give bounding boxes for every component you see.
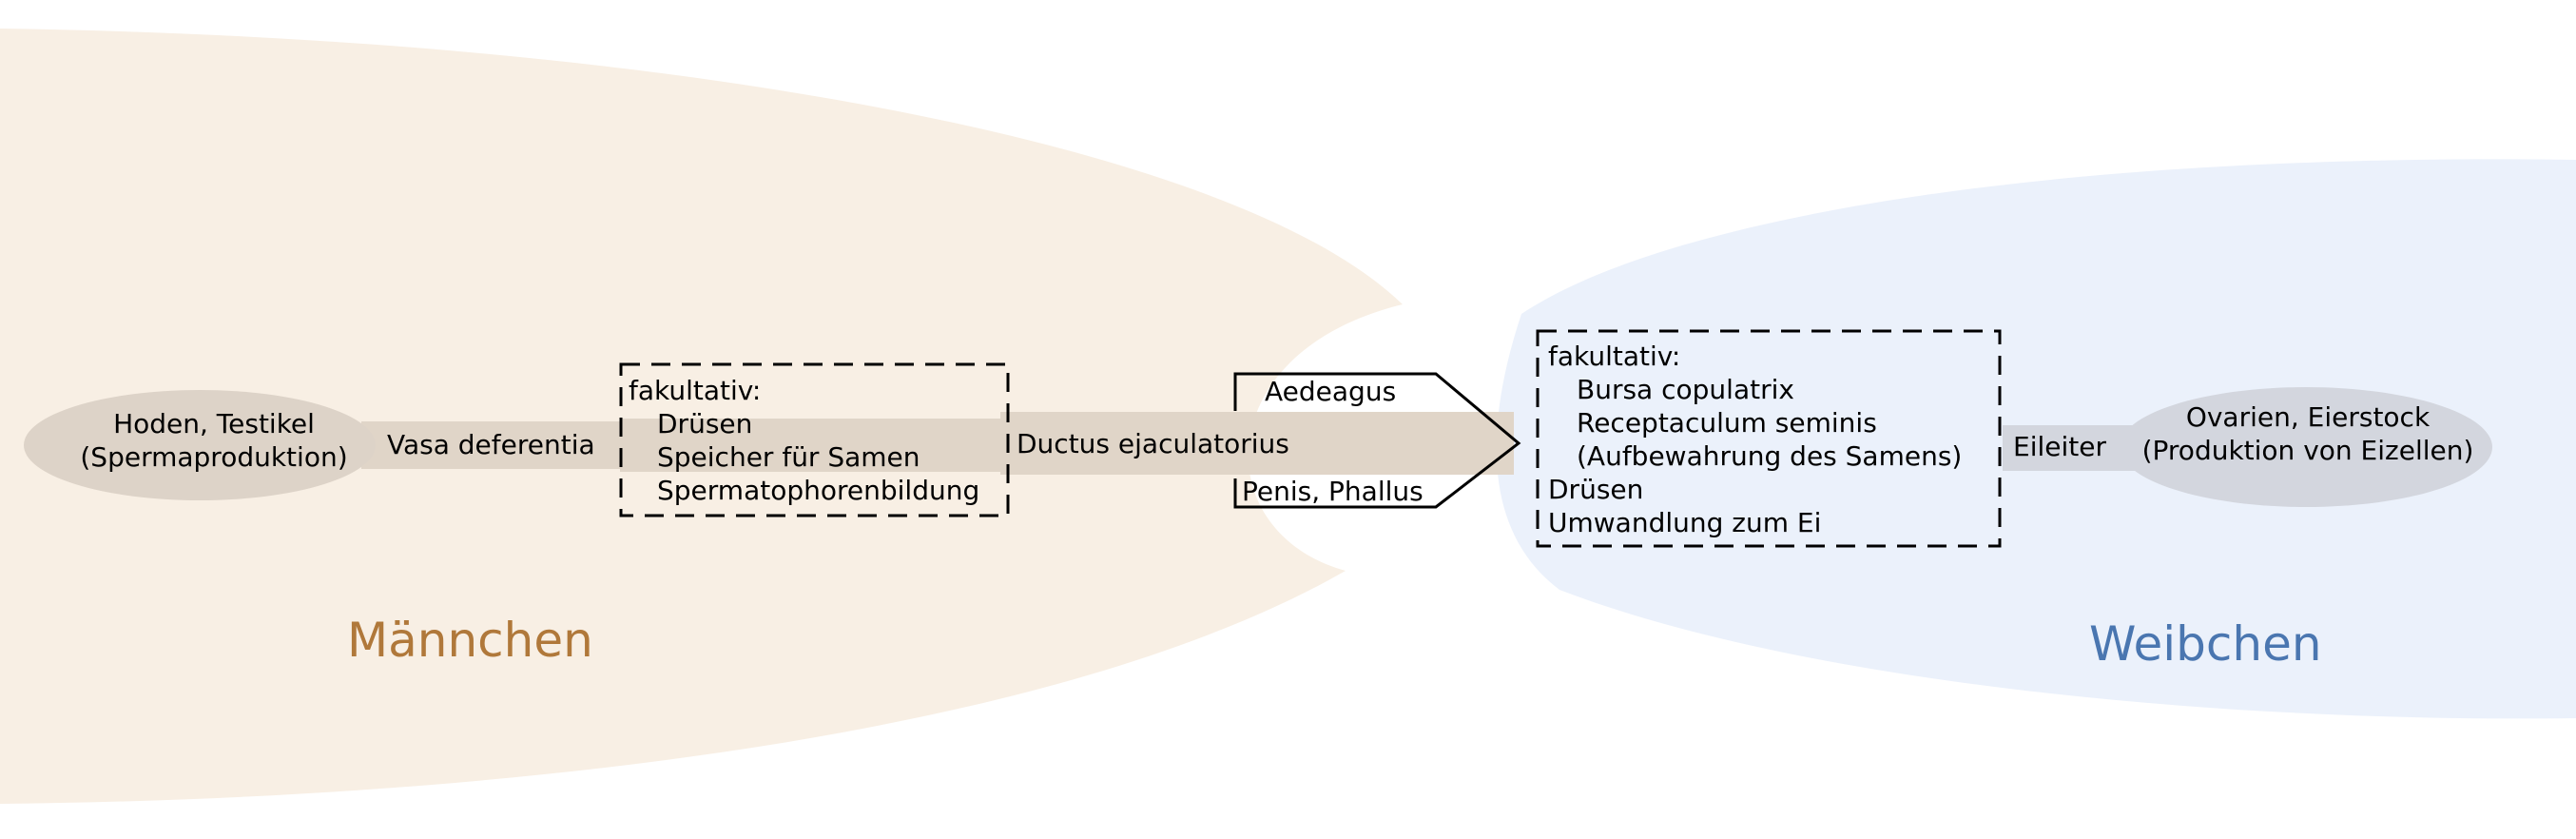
testis-shape <box>24 390 376 500</box>
female-title: Weibchen <box>2089 616 2322 672</box>
male-optional-item: Drüsen <box>657 408 753 439</box>
female-optional-item: Bursa copulatrix <box>1577 374 1794 405</box>
female-optional-text: fakultativ: Bursa copulatrix Receptaculu… <box>1548 340 1962 539</box>
aedeagus-label: Aedeagus <box>1265 376 1397 407</box>
female-optional-extra: Umwandlung zum Ei <box>1548 507 1822 538</box>
vasa-deferentia-label: Vasa deferentia <box>387 429 595 460</box>
male-optional-item: Speicher für Samen <box>657 441 920 473</box>
male-optional-heading: fakultativ: <box>629 375 762 406</box>
testis-label: Hoden, Testikel (Spermaproduktion) <box>43 407 385 474</box>
male-optional-box <box>619 362 1010 517</box>
male-title: Männchen <box>347 613 593 668</box>
ductus-label: Ductus ejaculatorius <box>1017 428 1289 459</box>
male-region <box>0 29 1403 804</box>
ovary-label: Ovarien, Eierstock (Produktion von Eizel… <box>2122 400 2493 467</box>
female-optional-item: (Aufbewahrung des Samens) <box>1577 440 1963 472</box>
testis-label-line1: Hoden, Testikel <box>113 408 315 439</box>
female-optional-heading: fakultativ: <box>1548 341 1681 372</box>
ductus-band <box>1000 412 1514 475</box>
storage-band <box>620 419 1000 472</box>
ovary-shape <box>2120 387 2492 507</box>
testis-label-line2: (Spermaproduktion) <box>80 441 348 473</box>
female-optional-box <box>1536 329 2002 548</box>
female-optional-extra: Drüsen <box>1548 474 1644 505</box>
vasa-deferentia-band <box>361 421 620 469</box>
oviduct-label: Eileiter <box>2013 431 2106 462</box>
female-optional-item: Receptaculum seminis <box>1577 407 1877 439</box>
ovary-label-line2: (Produktion von Eizellen) <box>2141 435 2474 466</box>
male-optional-text: fakultativ: Drüsen Speicher für Samen Sp… <box>629 374 979 507</box>
penis-label: Penis, Phallus <box>1242 476 1424 507</box>
ovary-label-line1: Ovarien, Eierstock <box>2185 401 2431 433</box>
aedeagus-arrow <box>1233 372 1521 509</box>
male-optional-item: Spermatophorenbildung <box>657 475 980 506</box>
